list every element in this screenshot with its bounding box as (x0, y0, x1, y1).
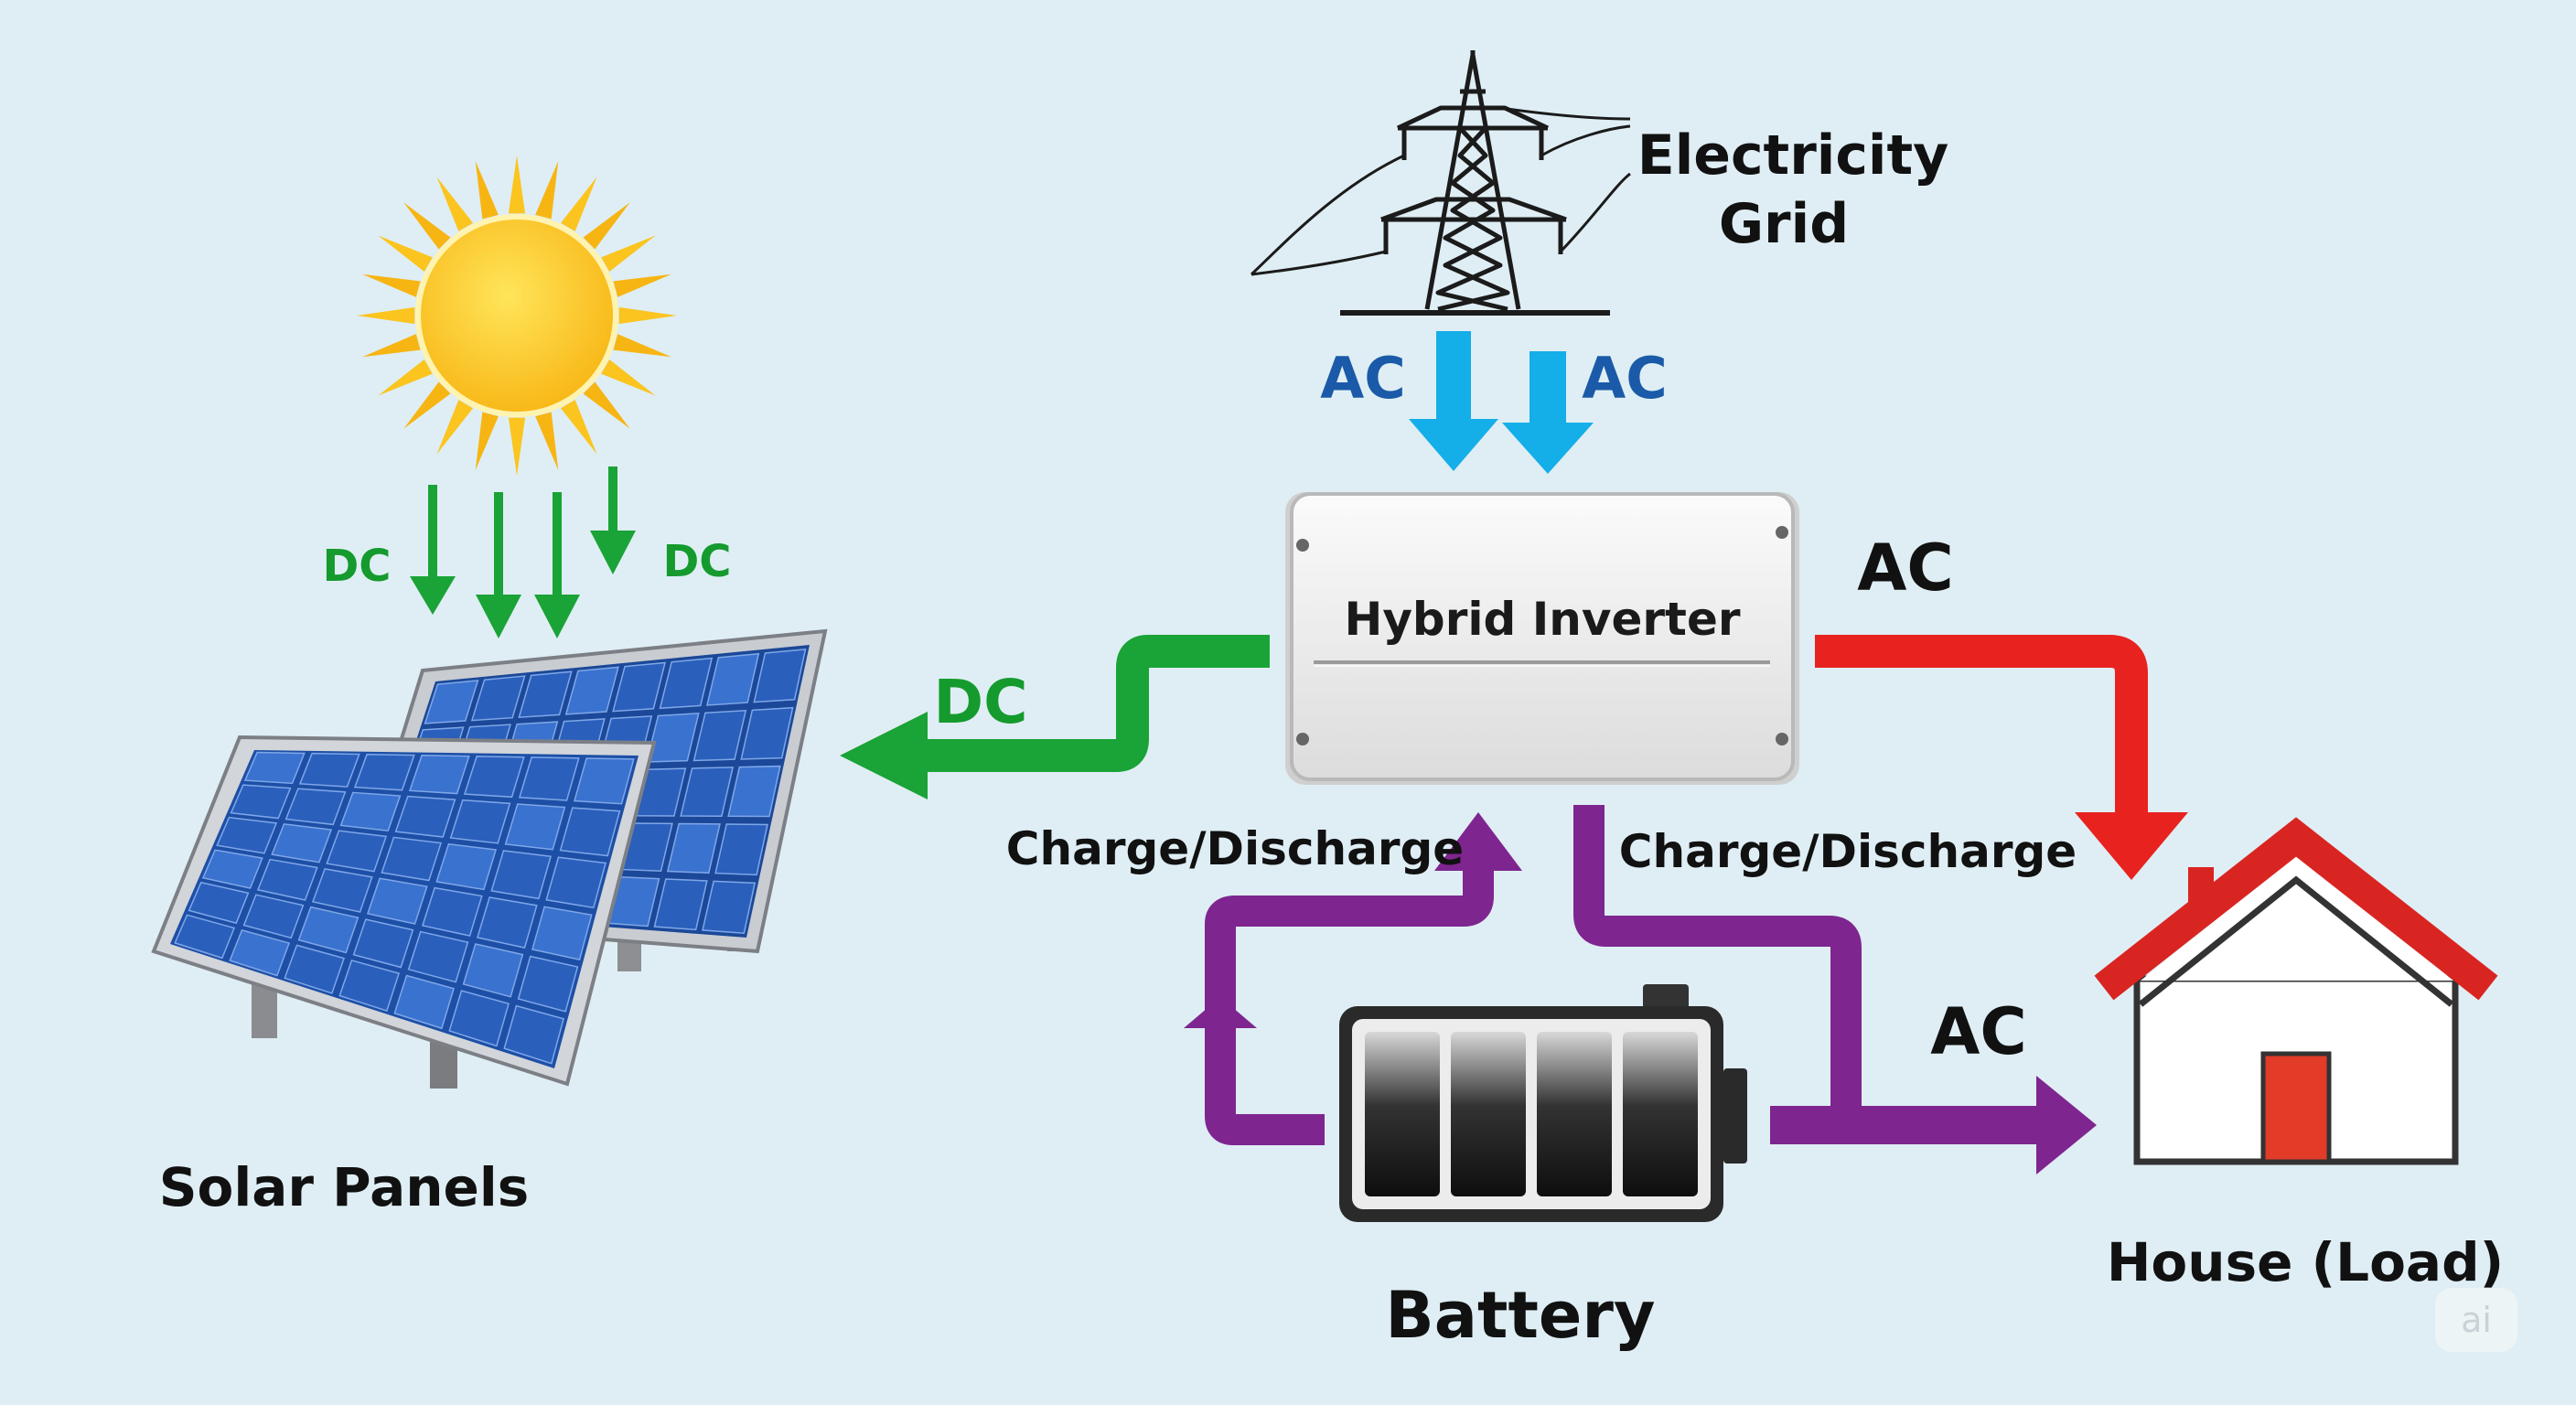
battery-label: Battery (1385, 1278, 1655, 1353)
inverter-ac-label: AC (1857, 531, 1954, 606)
inverter-to-house-ac-arrow (1815, 635, 2188, 880)
charge-discharge-left-label: Charge/Discharge (1006, 822, 1464, 875)
solar-panels-icon (151, 628, 828, 1089)
battery-ac-label: AC (1930, 994, 2027, 1069)
hybrid-inverter-box (1285, 492, 1799, 785)
house-label: House (Load) (2107, 1231, 2504, 1293)
house-icon (2094, 817, 2498, 1165)
grid-ac-right-label: AC (1582, 345, 1667, 412)
sun-dc-left-label: DC (322, 541, 391, 592)
sun-dc-right-label: DC (662, 536, 731, 587)
grid-label-line2: Grid (1719, 192, 1849, 256)
watermark-badge: ai (2435, 1288, 2517, 1352)
battery-icon (1339, 984, 1747, 1222)
inverter-dc-label: DC (933, 667, 1027, 737)
grid-ac-left-label: AC (1320, 345, 1405, 412)
battery-charge-right-arrow (1573, 805, 2097, 1174)
battery-charge-left-arrow (1184, 812, 1522, 1145)
sun-icon (357, 156, 677, 476)
transmission-tower-icon (1250, 50, 1631, 316)
grid-ac-arrows (1409, 331, 1594, 474)
grid-label-line1: Electricity (1637, 123, 1949, 188)
solar-panels-label: Solar Panels (159, 1156, 530, 1218)
sun-to-panels-dc-arrows (410, 467, 636, 638)
hybrid-inverter-label: Hybrid Inverter (1344, 593, 1740, 646)
inverter-to-solar-dc-arrow (840, 635, 1270, 799)
watermark-text: ai (2461, 1300, 2492, 1340)
charge-discharge-right-label: Charge/Discharge (1619, 825, 2077, 878)
